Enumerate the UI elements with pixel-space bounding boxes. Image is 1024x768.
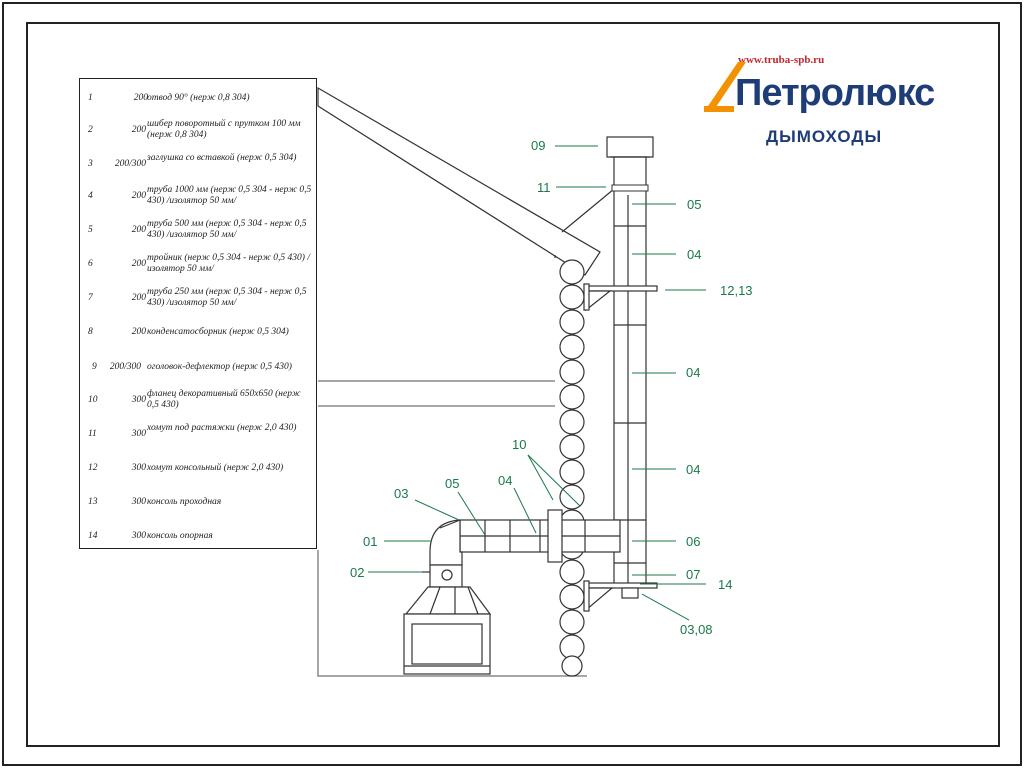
callout-04-c: 04 <box>686 462 701 477</box>
callout-04-d: 04 <box>498 473 513 488</box>
vertical-chimney <box>613 186 647 586</box>
stay-clamp <box>611 184 649 192</box>
inner-frame <box>26 22 1000 747</box>
console-bracket-lower <box>583 580 658 612</box>
callout-07: 07 <box>686 567 701 582</box>
house-outline <box>317 380 587 677</box>
console-bracket-upper <box>583 283 658 312</box>
callout-04-a: 04 <box>687 247 702 262</box>
callout-11: 11 <box>537 180 551 195</box>
callout-02: 02 <box>350 565 365 580</box>
callout-05-top: 05 <box>687 197 702 212</box>
elbow-90 <box>429 519 463 566</box>
callout-03-08: 03,08 <box>680 622 713 637</box>
callout-12-13: 12,13 <box>720 283 753 298</box>
roof <box>317 86 601 276</box>
logo-name: Петролюкс <box>735 72 935 114</box>
fireplace <box>403 586 492 675</box>
deflector-cap <box>606 136 654 188</box>
damper <box>422 564 463 588</box>
stay-rod <box>561 188 615 233</box>
callout-05-bottom: 05 <box>445 476 460 491</box>
log-wall <box>559 259 585 677</box>
horizontal-flue <box>459 509 621 563</box>
callout-04-b: 04 <box>686 365 701 380</box>
logo-subtitle: ДЫМОХОДЫ <box>766 127 883 146</box>
logo-url: www.truba-spb.ru <box>738 54 825 66</box>
callout-14: 14 <box>718 577 733 592</box>
callout-06: 06 <box>686 534 701 549</box>
callout-leaders <box>368 145 706 621</box>
callout-03: 03 <box>394 486 409 501</box>
callout-10: 10 <box>512 437 527 452</box>
callout-09: 09 <box>531 138 546 153</box>
callout-01: 01 <box>363 534 378 549</box>
